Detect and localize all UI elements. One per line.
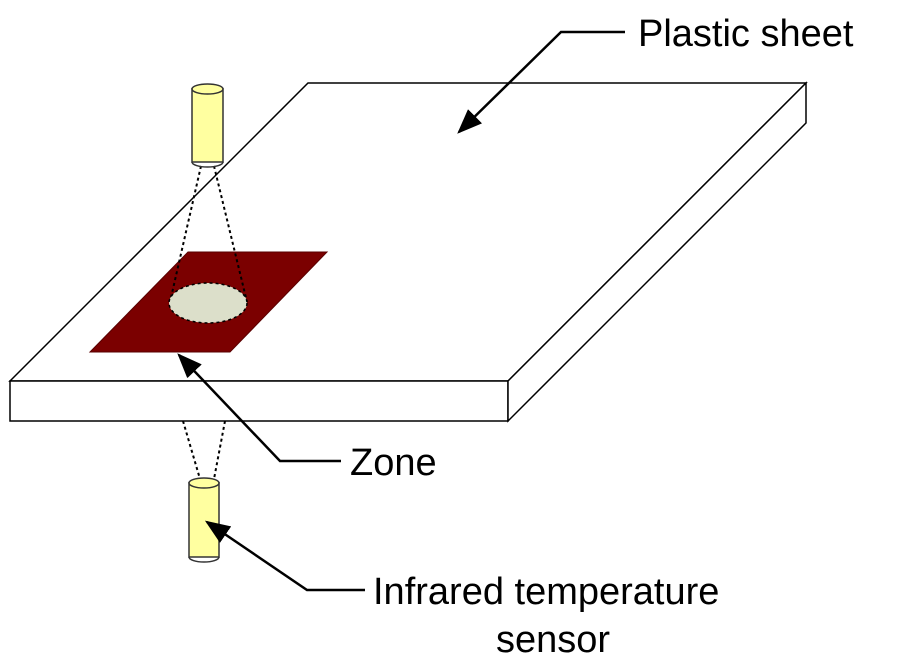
sensor-label-line2: sensor — [496, 619, 610, 661]
sensor-label-line1: Infrared temperature — [373, 571, 719, 613]
measurement-spot — [168, 282, 248, 324]
bottom-sensor-cap — [188, 477, 220, 489]
cylinder-sensor-icon — [191, 88, 224, 163]
plastic-sheet-label: Plastic sheet — [638, 13, 854, 55]
sheet-front-face — [9, 380, 509, 422]
sheet-side-face — [507, 81, 807, 423]
arrowhead-icon — [204, 520, 365, 592]
bottom-sensor — [188, 477, 220, 563]
arrowhead-icon — [457, 30, 625, 134]
cylinder-sensor-icon — [188, 482, 220, 558]
top-sensor-view-cone — [169, 165, 248, 303]
plastic-sheet — [8, 81, 808, 423]
arrowhead-icon — [177, 353, 341, 463]
bottom-sensor-view-cone — [182, 420, 226, 480]
zone-label: Zone — [350, 442, 437, 484]
top-sensor — [191, 83, 224, 168]
top-sensor-cap — [191, 83, 224, 95]
